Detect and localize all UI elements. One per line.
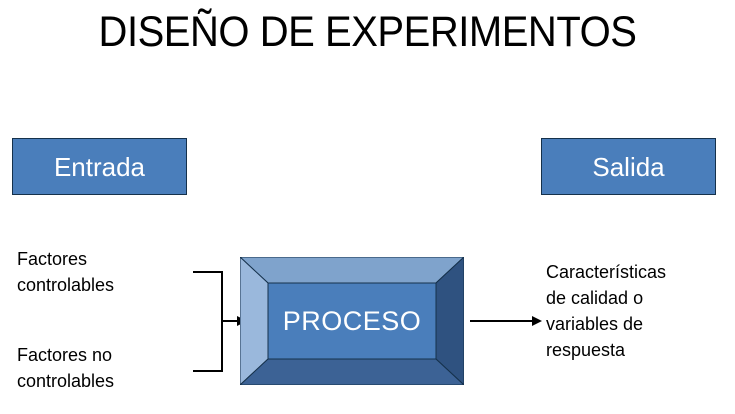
process-bevel-frame <box>240 257 464 385</box>
input-factor-uncontrollable: Factores no controlables <box>17 345 115 391</box>
bracket-top-line <box>193 271 223 273</box>
input-factor-controllable: Factores controlables <box>17 249 115 295</box>
page-title: DISEÑO DE EXPERIMENTOS <box>98 8 637 56</box>
arrow-right-icon-output <box>470 316 542 326</box>
output-header-box: Salida <box>541 138 716 195</box>
input-header-box: Entrada <box>12 138 187 195</box>
input-header-label: Entrada <box>53 151 146 182</box>
bracket-bottom-line <box>193 370 223 372</box>
process-box: PROCESO <box>240 257 464 385</box>
output-characteristics-label: Características de calidad o variables d… <box>546 262 667 360</box>
output-header-label: Salida <box>592 151 665 182</box>
